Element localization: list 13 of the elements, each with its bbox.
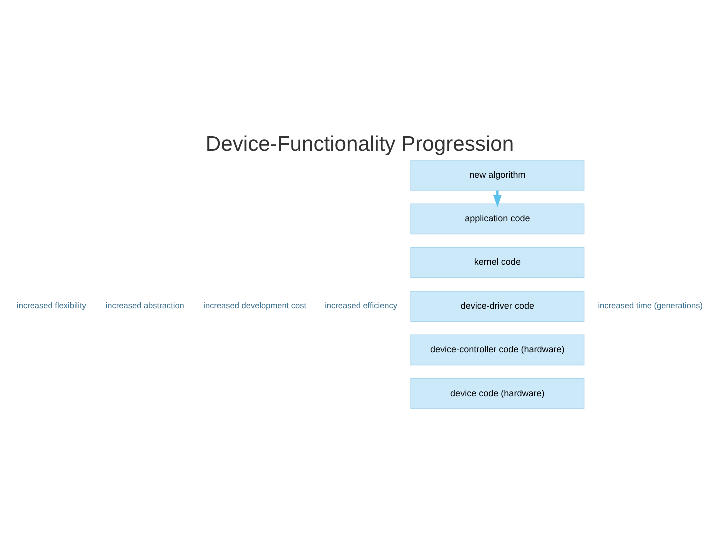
- diagram-title: Device-Functionality Progression: [206, 132, 514, 156]
- node-box: kernel code: [410, 247, 585, 278]
- label: increased abstraction: [106, 302, 184, 311]
- node-box: new algorithm: [410, 160, 585, 191]
- arrow: [493, 190, 502, 208]
- label: increased development cost: [204, 302, 307, 311]
- node-box: device code (hardware): [410, 378, 585, 410]
- label: increased flexibility: [17, 302, 86, 311]
- node-box: device-driver code: [410, 291, 585, 322]
- label: increased time (generations): [598, 302, 703, 311]
- label: increased efficiency: [325, 302, 398, 311]
- node-box: application code: [410, 204, 585, 235]
- node-box: device-controller code (hardware): [410, 334, 585, 366]
